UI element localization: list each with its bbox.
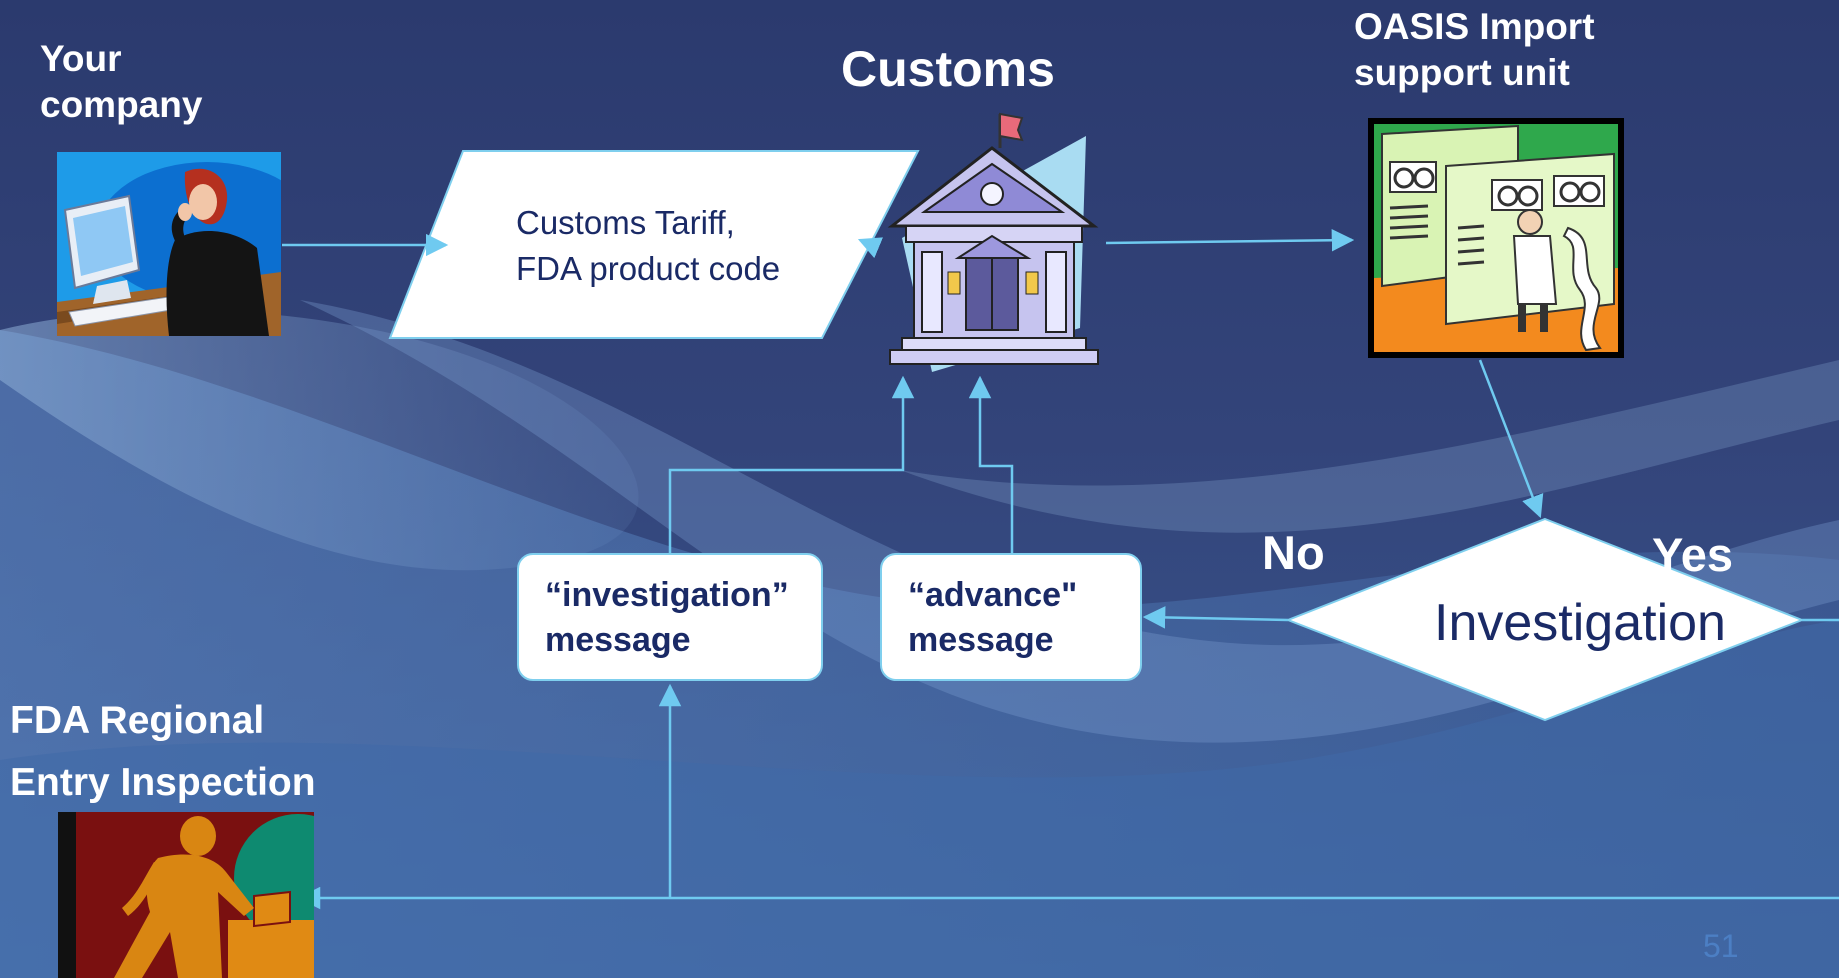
investigation-message-box: “investigation” message <box>517 553 823 681</box>
oasis-label-line2: support unit <box>1354 52 1570 94</box>
decision-diamond <box>1285 517 1805 722</box>
company-label-line1: Your <box>40 38 122 79</box>
arrow-decision-to-advance <box>1142 606 1289 629</box>
investigation-message-line2: message <box>545 621 691 659</box>
arrow-investigation-to-customs <box>668 375 915 555</box>
data-parallelogram <box>388 150 920 339</box>
office-worker-icon <box>57 152 281 336</box>
arrow-data-to-customs <box>857 237 884 259</box>
fda-label-line1: FDA Regional <box>10 699 265 742</box>
company-label-line2: company <box>40 84 203 126</box>
computer-room-icon <box>1368 118 1624 358</box>
oasis-label: OASIS Import support unit <box>1354 4 1595 97</box>
advance-message-box: “advance" message <box>880 553 1142 681</box>
arrow-customs-to-oasis <box>1105 228 1355 252</box>
investigation-message-line1: “investigation” <box>545 576 789 614</box>
decision-label: Investigation <box>1434 594 1726 652</box>
advance-message-line2: message <box>908 621 1054 659</box>
company-label: Your company <box>40 36 202 129</box>
customs-label: Customs <box>841 41 1055 97</box>
decision-yes-label: Yes <box>1652 528 1734 581</box>
data-shape-text: Customs Tariff, FDA product code <box>516 200 780 292</box>
advance-message-line1: “advance" <box>908 576 1078 614</box>
inspector-icon <box>58 812 314 978</box>
fda-label-line2: Entry Inspection <box>10 761 316 804</box>
decision-no-label: No <box>1262 526 1325 579</box>
fda-label: FDA Regional Entry Inspection <box>10 690 316 814</box>
arrow-oasis-to-decision <box>1478 359 1544 519</box>
data-shape-line2: FDA product code <box>516 250 781 287</box>
customs-building-icon <box>862 108 1102 376</box>
oasis-label-line1: OASIS Import <box>1354 6 1595 47</box>
arrow-advance-to-customs <box>968 375 1014 555</box>
data-shape-line1: Customs Tariff, <box>516 204 735 241</box>
page-number: 51 <box>1703 928 1739 964</box>
